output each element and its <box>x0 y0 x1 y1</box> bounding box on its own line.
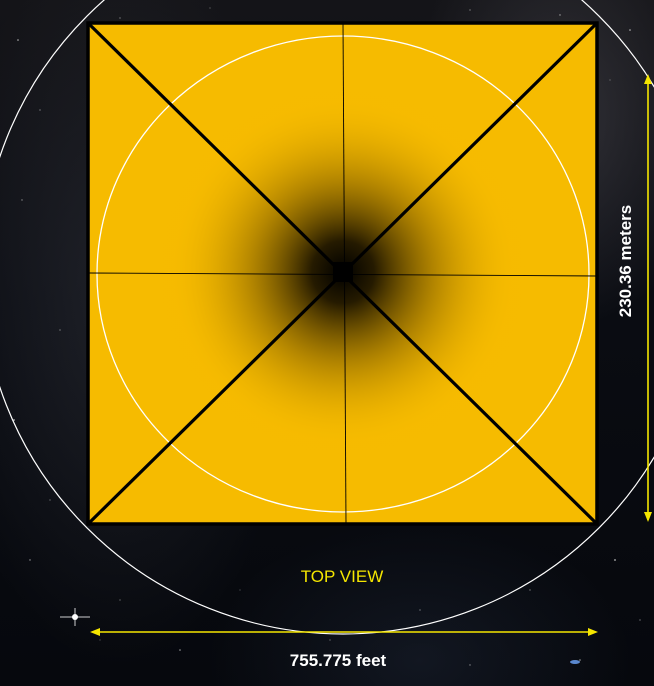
view-label: TOP VIEW <box>300 567 384 586</box>
bright-star <box>60 608 90 626</box>
star-field <box>13 7 641 666</box>
base-height-label: 230.36 meters <box>616 204 635 318</box>
circumscribed-circle <box>0 0 654 635</box>
apex-square <box>333 262 353 282</box>
height-dimension-line <box>644 74 652 522</box>
base-width-label: 755.775 feet <box>289 651 387 670</box>
width-dimension-line <box>90 628 598 636</box>
blue-star <box>570 660 580 664</box>
base-outline <box>86 21 599 526</box>
